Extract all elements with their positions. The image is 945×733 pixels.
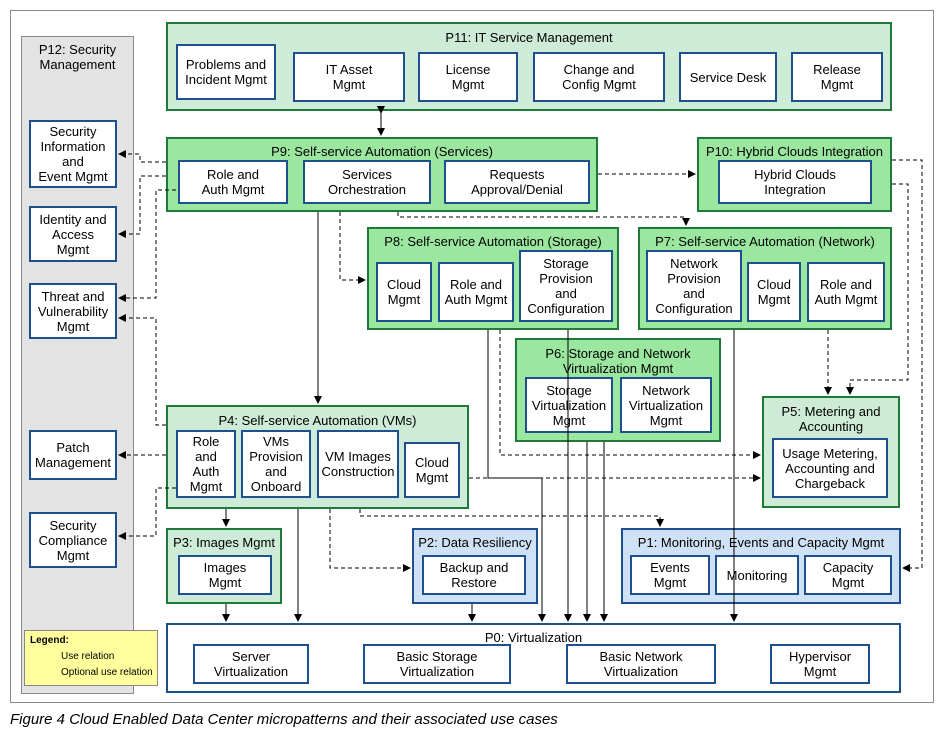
group-title: P5: Metering and Accounting	[781, 404, 881, 434]
backup-restore-box: Backup and Restore	[422, 555, 526, 595]
security-compliance-mgmt-box: Security Compliance Mgmt	[29, 512, 117, 568]
network-provision-configuration-box: Network Provision and Configuration	[646, 250, 742, 322]
monitoring-box: Monitoring	[715, 555, 799, 595]
legend: Legend: Use relation Optional use relati…	[24, 630, 158, 686]
events-mgmt-box: Events Mgmt	[630, 555, 710, 595]
vm-images-construction-box: VM Images Construction	[317, 430, 399, 498]
capacity-mgmt-box: Capacity Mgmt	[804, 555, 892, 595]
threat-vulnerability-mgmt-box: Threat and Vulnerability Mgmt	[29, 283, 117, 339]
network-virtualization-mgmt-box: Network Virtualization Mgmt	[620, 377, 712, 433]
group-title: P0: Virtualization	[484, 630, 583, 645]
legend-optional-use-relation: Optional use relation	[61, 667, 153, 678]
usage-metering-chargeback-box: Usage Metering, Accounting and Chargebac…	[772, 438, 888, 498]
group-title: P1: Monitoring, Events and Capacity Mgmt	[637, 535, 885, 550]
legend-use-relation: Use relation	[61, 651, 115, 662]
diagram-frame	[10, 10, 934, 703]
release-mgmt-box: Release Mgmt	[791, 52, 883, 102]
role-auth-mgmt-box: Role and Auth Mgmt	[807, 262, 885, 322]
license-mgmt-box: License Mgmt	[418, 52, 518, 102]
services-orchestration-box: Services Orchestration	[303, 160, 431, 204]
group-title: P7: Self-service Automation (Network)	[655, 234, 875, 249]
cloud-mgmt-box: Cloud Mgmt	[747, 262, 801, 322]
hypervisor-mgmt-box: Hypervisor Mgmt	[770, 644, 870, 684]
role-auth-mgmt-box: Role and Auth Mgmt	[178, 160, 288, 204]
storage-provision-configuration-box: Storage Provision and Configuration	[519, 250, 613, 322]
group-title: P4: Self-service Automation (VMs)	[218, 413, 417, 428]
cloud-mgmt-box: Cloud Mgmt	[376, 262, 432, 322]
group-title: P11: IT Service Management	[445, 30, 613, 45]
group-title: P2: Data Resiliency	[418, 535, 532, 550]
role-auth-mgmt-box: Role and Auth Mgmt	[438, 262, 514, 322]
group-title: P8: Self-service Automation (Storage)	[384, 234, 602, 249]
group-title: P9: Self-service Automation (Services)	[271, 144, 493, 159]
images-mgmt-box: Images Mgmt	[178, 555, 272, 595]
group-title: P3: Images Mgmt	[173, 535, 275, 550]
hybrid-clouds-integration-box: Hybrid Clouds Integration	[718, 160, 872, 204]
basic-storage-virtualization-box: Basic Storage Virtualization	[363, 644, 511, 684]
server-virtualization-box: Server Virtualization	[193, 644, 309, 684]
it-asset-mgmt-box: IT Asset Mgmt	[293, 52, 405, 102]
basic-network-virtualization-box: Basic Network Virtualization	[566, 644, 716, 684]
vms-provision-onboard-box: VMs Provision and Onboard	[241, 430, 311, 498]
role-auth-mgmt-box: Role and Auth Mgmt	[176, 430, 236, 498]
legend-title: Legend:	[30, 635, 69, 646]
requests-approval-denial-box: Requests Approval/Denial	[444, 160, 590, 204]
identity-access-mgmt-box: Identity and Access Mgmt	[29, 206, 117, 262]
problems-incident-mgmt-box: Problems and Incident Mgmt	[176, 44, 276, 100]
cloud-mgmt-box: Cloud Mgmt	[404, 442, 460, 498]
group-title: P10: Hybrid Clouds Integration	[705, 144, 884, 159]
change-config-mgmt-box: Change and Config Mgmt	[533, 52, 665, 102]
storage-virtualization-mgmt-box: Storage Virtualization Mgmt	[525, 377, 613, 433]
security-information-event-mgmt-box: Security Information and Event Mgmt	[29, 120, 117, 188]
group-title: P6: Storage and Network Virtualization M…	[545, 346, 691, 376]
figure-caption: Figure 4 Cloud Enabled Data Center micro…	[10, 711, 558, 728]
group-title: P12: Security Management	[38, 42, 117, 72]
service-desk-box: Service Desk	[679, 52, 777, 102]
patch-management-box: Patch Management	[29, 430, 117, 480]
